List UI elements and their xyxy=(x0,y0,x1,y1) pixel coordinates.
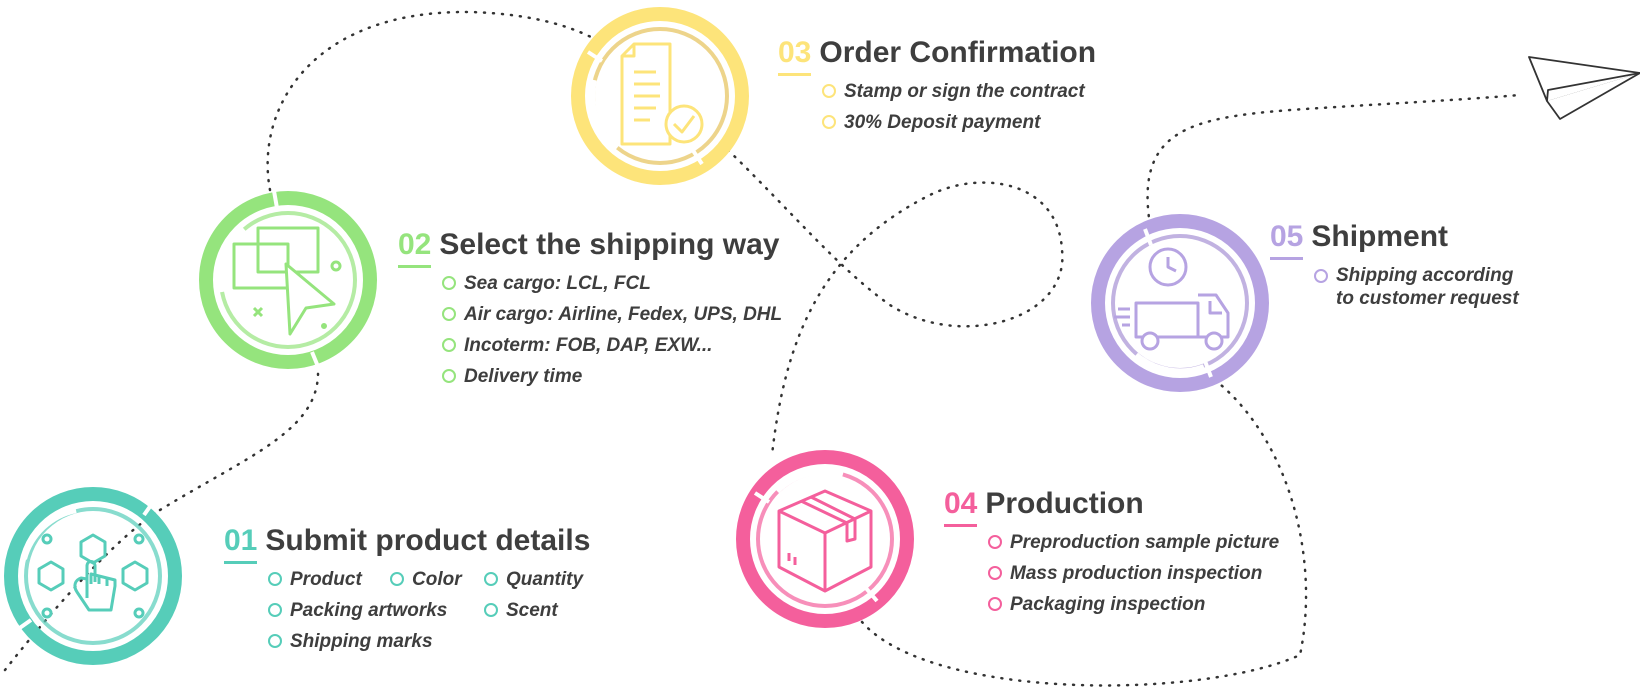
bullet: 30% Deposit payment xyxy=(822,111,1040,135)
bullet-circle-icon xyxy=(390,572,404,586)
bullet-circle-icon xyxy=(268,603,282,617)
bullet-circle-icon xyxy=(822,115,836,129)
bullet-circle-icon xyxy=(484,603,498,617)
bullet-circle-icon xyxy=(268,572,282,586)
bullet: Preproduction sample picture xyxy=(988,531,1279,555)
bullet: Scent xyxy=(484,599,558,623)
paper-plane-icon xyxy=(1528,56,1640,120)
bullet: Shipping marks xyxy=(268,630,433,654)
step-02-ring xyxy=(199,190,377,370)
hand-touch-hexagons-icon xyxy=(37,533,149,619)
bullet-circle-icon xyxy=(1314,269,1328,283)
step-01-title-text: Submit product details xyxy=(265,524,591,557)
bullet-circle-icon xyxy=(442,276,456,290)
bullet-circle-icon xyxy=(442,338,456,352)
step-05-title-text: Shipment xyxy=(1311,220,1449,253)
bullet-circle-icon xyxy=(988,597,1002,611)
bullet: Sea cargo: LCL, FCL xyxy=(442,272,651,296)
step-02-number: 02 xyxy=(398,226,432,268)
step-01-ring xyxy=(4,487,182,665)
bullet: Mass production inspection xyxy=(988,562,1262,586)
step-01-bullets: Product Color Quantity Packing artworks … xyxy=(268,568,608,652)
step-02-title-text: Select the shipping way xyxy=(439,228,780,261)
step-01-number: 01 xyxy=(224,522,258,564)
step-03-number: 03 xyxy=(778,34,812,76)
bullet: Packaging inspection xyxy=(988,593,1205,617)
cursor-windows-icon xyxy=(232,226,342,336)
bullet-circle-icon xyxy=(988,535,1002,549)
bullet: Air cargo: Airline, Fedex, UPS, DHL xyxy=(442,303,782,327)
bullet: Delivery time xyxy=(442,365,582,389)
step-05-ring xyxy=(1091,214,1269,392)
delivery-truck-clock-icon xyxy=(1114,247,1230,351)
bullet: Packing artworks xyxy=(268,599,447,623)
bullet: Product xyxy=(268,568,362,592)
step-04-bullets: Preproduction sample picture Mass produc… xyxy=(988,531,1288,617)
bullet-circle-icon xyxy=(988,566,1002,580)
step-03-bullets: Stamp or sign the contract 30% Deposit p… xyxy=(822,80,1102,134)
bullet: Quantity xyxy=(484,568,583,592)
step-05-bullets: Shipping according to customer request xyxy=(1314,264,1534,312)
bullet-circle-icon xyxy=(268,634,282,648)
step-04-ring xyxy=(736,450,914,628)
step-03-title-text: Order Confirmation xyxy=(819,36,1097,69)
package-box-icon xyxy=(777,489,873,593)
bullet: Shipping according to customer request xyxy=(1314,264,1519,310)
document-check-icon xyxy=(620,42,704,146)
step-04-number: 04 xyxy=(944,485,978,527)
bullet: Color xyxy=(390,568,462,592)
step-02-bullets: Sea cargo: LCL, FCL Air cargo: Airline, … xyxy=(442,272,782,388)
bullet: Stamp or sign the contract xyxy=(822,80,1085,104)
step-03-ring xyxy=(571,7,749,185)
bullet-circle-icon xyxy=(442,369,456,383)
step-05-number: 05 xyxy=(1270,218,1304,260)
bullet-circle-icon xyxy=(484,572,498,586)
bullet: Incoterm: FOB, DAP, EXW... xyxy=(442,334,712,358)
bullet-circle-icon xyxy=(822,84,836,98)
step-04-title-text: Production xyxy=(985,487,1144,520)
bullet-circle-icon xyxy=(442,307,456,321)
